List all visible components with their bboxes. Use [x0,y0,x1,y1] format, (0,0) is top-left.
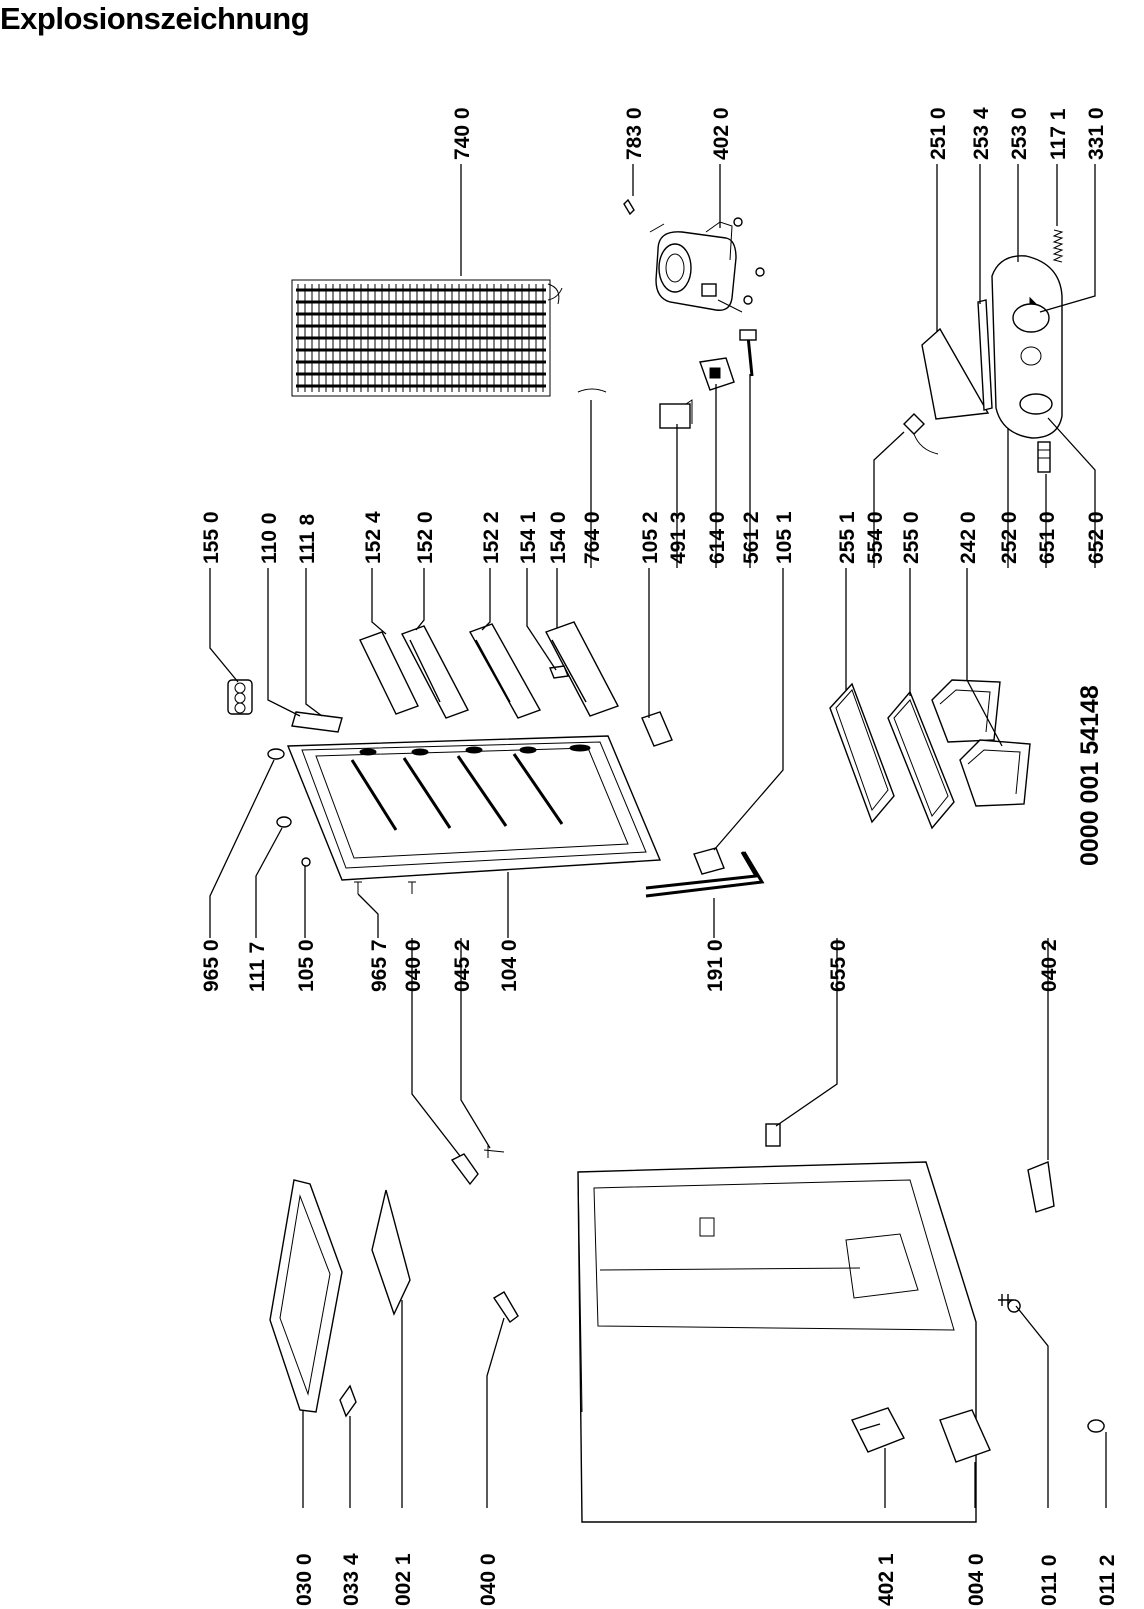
label-105-2: 105 2 [639,511,662,564]
plug-drawing [903,413,939,455]
relay-drawing [659,399,693,429]
foot-screw-drawing [998,1294,1021,1313]
label-255-0: 255 0 [900,511,923,564]
label-004-0: 004 0 [965,1553,988,1606]
part-labels: 740 0 783 0 402 0 251 0 253 4 253 0 117 … [200,107,1119,1606]
label-402-0: 402 0 [710,107,733,160]
cap-drawing [267,748,285,760]
label-011-0: 011 0 [1038,1555,1061,1606]
label-402-1: 402 1 [875,1553,898,1606]
ring-drawing [577,388,607,393]
hinge-bottom-drawing [1027,1161,1055,1213]
panel-drawing [921,327,990,420]
label-242-0: 242 0 [957,511,980,564]
label-152-4: 152 4 [362,511,385,564]
foot-drawing [939,1409,991,1463]
gasket-drawing [645,851,765,898]
sensor-drawing [765,1123,781,1147]
page-title: Explosionszeichnung [0,1,310,36]
cabinet-drawing [577,1161,977,1523]
label-331-0: 331 0 [1085,107,1108,160]
label-111-7: 111 7 [246,942,269,992]
door-shelf-4-drawing [545,621,619,717]
lamp-socket-drawing [1037,441,1051,473]
pins-drawing [354,881,416,894]
panel-small-drawing [371,1189,411,1316]
shelf-clip-drawing [549,665,569,679]
spring-drawing [1052,229,1064,263]
label-965-0: 965 0 [200,939,223,992]
label-651-0: 651 0 [1036,511,1059,564]
label-652-0: 652 0 [1085,511,1108,564]
label-110-0: 110 0 [258,513,281,564]
pin-drawing [483,1144,505,1158]
label-033-4: 033 4 [340,1553,363,1606]
label-117-1: 117 1 [1047,108,1070,160]
cover-drawing [276,816,292,828]
label-561-2: 561 2 [740,511,763,564]
hinge-lower-drawing [493,1291,519,1324]
label-011-2: 011 2 [1096,1555,1119,1606]
glass-shelf-2-drawing [887,690,955,830]
label-655-0: 655 0 [827,939,850,992]
egg-tray-drawing [227,679,253,715]
drawer-1-drawing [931,679,1001,743]
door-shelf-3-drawing [468,623,542,719]
cap-small-drawing [1087,1419,1105,1433]
label-614-0: 614 0 [706,511,729,564]
label-783-0: 783 0 [623,107,646,160]
label-253-0: 253 0 [1008,107,1031,160]
label-111-8: 111 8 [296,513,319,564]
starter-drawing [699,357,735,391]
hinge-drawing [693,847,725,875]
label-105-0: 105 0 [295,939,318,992]
door-shelf-1-drawing [359,631,419,715]
screw-drawing [301,857,311,867]
hinge-upper-drawing [450,1153,479,1186]
strip-drawing [977,299,993,411]
frame-drawing [269,1179,343,1413]
label-154-0: 154 0 [547,511,570,564]
label-251-0: 251 0 [927,107,950,160]
label-252-0: 252 0 [998,511,1021,564]
leader-lines [209,164,1107,1508]
label-152-0: 152 0 [414,511,437,564]
label-965-7: 965 7 [368,939,391,992]
cable-drawing [739,329,757,377]
label-105-1: 105 1 [773,511,796,564]
label-002-1: 002 1 [392,1553,415,1606]
label-104-0: 104 0 [498,939,521,992]
base-rail-drawing [851,1407,905,1453]
document-number: 0000 001 54148 [1076,685,1104,866]
hinge-plate-drawing [291,711,343,733]
control-housing-drawing [991,255,1063,439]
label-040-2: 040 2 [1038,939,1061,992]
label-764-0: 764 0 [581,511,604,564]
label-040-0-upper: 040 0 [402,939,425,992]
label-152-2: 152 2 [480,511,503,564]
label-491-3: 491 3 [667,511,690,564]
condenser-coil-drawing [291,279,563,397]
label-045-2: 045 2 [451,939,474,992]
label-040-0-lower: 040 0 [477,1553,500,1606]
label-155-0: 155 0 [200,511,223,564]
drawer-2-drawing [959,739,1031,807]
label-255-1: 255 1 [836,511,859,564]
badge-drawing [339,1384,357,1418]
label-154-1: 154 1 [517,511,540,564]
bracket-drawing [641,711,673,747]
glass-shelf-1-drawing [829,682,895,824]
clip-drawing [623,198,635,216]
label-740-0: 740 0 [451,107,474,160]
door-drawing [286,735,662,881]
label-191-0: 191 0 [704,939,727,992]
compressor-drawing [649,217,765,313]
label-030-0: 030 0 [293,1553,316,1606]
label-253-4: 253 4 [970,107,993,160]
label-554-0: 554 0 [864,511,887,564]
